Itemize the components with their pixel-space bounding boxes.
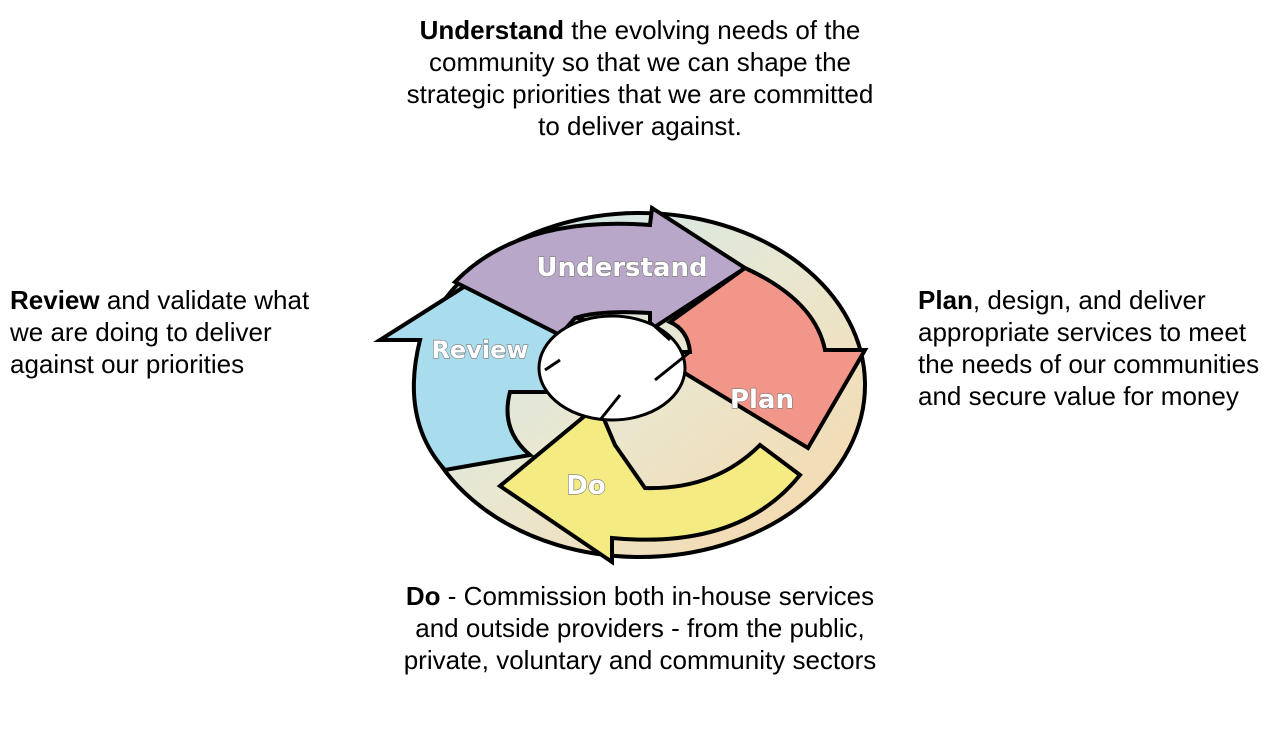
- plan-caption-text: , design, and deliver appropriate servic…: [918, 285, 1260, 411]
- understand-caption-keyword: Understand: [419, 15, 565, 45]
- plan-caption-keyword: Plan: [918, 285, 973, 315]
- understand-arrow: [451, 204, 749, 338]
- do-caption: Do - Commission both in-house services a…: [400, 580, 880, 676]
- review-caption-keyword: Review: [10, 285, 100, 315]
- plan-arrow: [642, 265, 869, 451]
- cycle-center: [537, 314, 687, 422]
- do-arrow-label: Do: [566, 471, 605, 501]
- understand-arrow-label: Understand: [536, 253, 707, 283]
- plan-arrow-label: Plan: [730, 385, 794, 415]
- do-caption-keyword: Do: [405, 581, 441, 611]
- review-caption-text: and validate what we are doing to delive…: [10, 285, 310, 379]
- do-arrow: [496, 401, 803, 566]
- plan-caption: Plan, design, and deliver appropriate se…: [918, 284, 1278, 412]
- understand-caption: Understand the evolving needs of the com…: [395, 14, 885, 142]
- center-gap-lines: [544, 320, 691, 421]
- review-arrow-label: Review: [431, 336, 528, 364]
- understand-caption-text: the evolving needs of the community so t…: [406, 15, 874, 141]
- do-caption-text: - Commission both in-house services and …: [403, 581, 877, 675]
- review-caption: Review and validate what we are doing to…: [10, 284, 340, 380]
